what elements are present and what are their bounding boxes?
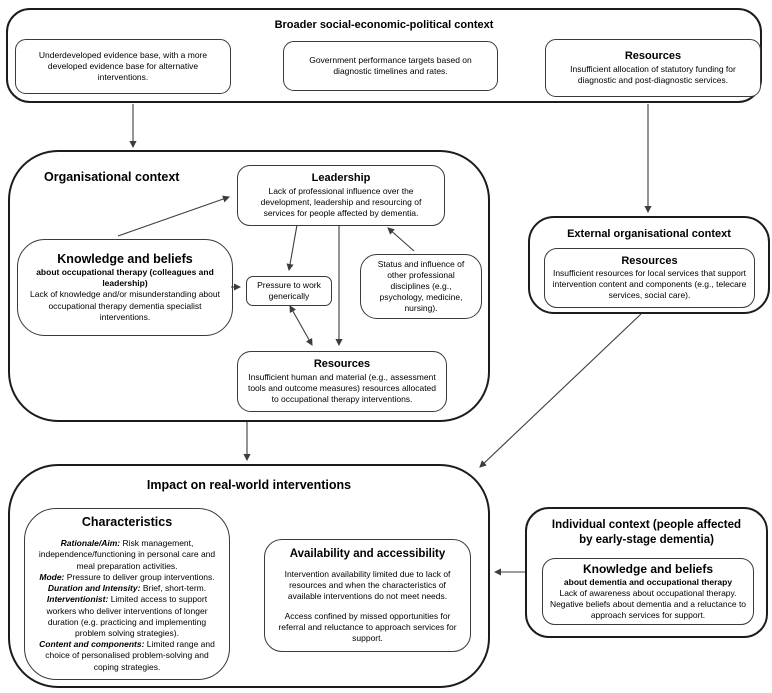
leadership-box: Leadership Lack of professional influenc… (237, 165, 445, 226)
knowledge-beliefs-dementia-box: Knowledge and beliefs about dementia and… (542, 558, 754, 625)
characteristic-text: Risk management, independence/functionin… (38, 538, 216, 571)
characteristic-text: Pressure to deliver group interventions. (64, 571, 215, 582)
knowledge-beliefs-ot-box: Knowledge and beliefs about occupational… (17, 239, 233, 336)
external-context-container: External organisational context Resource… (528, 216, 770, 314)
government-targets-box: Government performance targets based on … (283, 41, 498, 91)
leadership-text: Lack of professional influence over the … (260, 185, 422, 218)
arrow-external-to-impact (479, 313, 642, 468)
statutory-resources-title: Resources (624, 50, 682, 63)
characteristic-text: Limited range and choice of personalised… (45, 639, 215, 672)
individual-context-title: Individual context (people affected by e… (551, 519, 742, 546)
broader-context-title: Broader social-economic-political contex… (274, 19, 494, 31)
evidence-base-box: Underdeveloped evidence base, with a mor… (15, 39, 231, 94)
org-resources-text: Insufficient human and material (e.g., a… (247, 371, 437, 404)
status-influence-text: Status and influence of other profession… (377, 258, 465, 314)
characteristic-mode: Mode: Pressure to deliver group interven… (39, 572, 214, 583)
impact-title: Impact on real-world interventions (146, 478, 352, 492)
organisational-context-title: Organisational context (44, 170, 180, 184)
pressure-generic-text: Pressure to work generically (257, 279, 321, 301)
external-resources-title: Resources (621, 254, 678, 267)
knowledge-beliefs-ot-text: Lack of knowledge and/or misunderstandin… (30, 289, 220, 322)
characteristic-label: Content and components: (39, 639, 145, 650)
knowledge-beliefs-dementia-subtitle: about dementia and occupational therapy (563, 576, 733, 587)
characteristic-text: Limited access to support workers who de… (46, 594, 208, 638)
knowledge-beliefs-dementia-text: Lack of awareness about occupational the… (549, 587, 747, 620)
characteristic-label: Interventionist: (46, 594, 109, 605)
org-resources-title: Resources (313, 358, 371, 371)
external-resources-box: Resources Insufficient resources for loc… (544, 248, 755, 308)
characteristic-rationale: Rationale/Aim: Risk management, independ… (33, 538, 221, 572)
characteristic-interventionist: Interventionist: Limited access to suppo… (33, 594, 221, 639)
external-context-title: External organisational context (567, 228, 731, 240)
leadership-title: Leadership (311, 172, 371, 185)
impact-container: Impact on real-world interventions Chara… (8, 464, 490, 688)
status-influence-box: Status and influence of other profession… (360, 254, 482, 319)
availability-para1: Intervention availability limited due to… (284, 568, 451, 601)
characteristic-label: Mode: (39, 571, 65, 582)
characteristic-label: Rationale/Aim: (60, 538, 121, 549)
broader-context-container: Broader social-economic-political contex… (6, 8, 762, 103)
availability-title: Availability and accessibility (289, 548, 446, 561)
characteristics-box: Characteristics Rationale/Aim: Risk mana… (24, 508, 230, 680)
pressure-generic-box: Pressure to work generically (246, 276, 332, 306)
knowledge-beliefs-dementia-title: Knowledge and beliefs (582, 562, 714, 577)
external-resources-text: Insufficient resources for local service… (552, 268, 747, 301)
knowledge-beliefs-ot-subtitle: about occupational therapy (colleagues a… (36, 267, 214, 289)
statutory-resources-text: Insufficient allocation of statutory fun… (570, 63, 736, 85)
characteristic-content: Content and components: Limited range an… (33, 639, 221, 673)
knowledge-beliefs-ot-title: Knowledge and beliefs (57, 252, 193, 267)
characteristic-label: Duration and Intensity: (47, 583, 141, 594)
individual-context-container: Individual context (people affected by e… (525, 507, 768, 638)
characteristics-title: Characteristics (81, 515, 173, 530)
org-resources-box: Resources Insufficient human and materia… (237, 351, 447, 412)
characteristic-text: Brief, short-term. (140, 583, 207, 594)
evidence-base-text: Underdeveloped evidence base, with a mor… (38, 49, 208, 83)
availability-box: Availability and accessibility Intervent… (264, 539, 471, 652)
government-targets-text: Government performance targets based on … (309, 54, 472, 76)
statutory-resources-box: Resources Insufficient allocation of sta… (545, 39, 761, 97)
organisational-context-container: Organisational context Leadership Lack o… (8, 150, 490, 422)
characteristic-duration: Duration and Intensity: Brief, short-ter… (48, 583, 206, 594)
availability-para2: Access confined by missed opportunities … (278, 610, 457, 643)
